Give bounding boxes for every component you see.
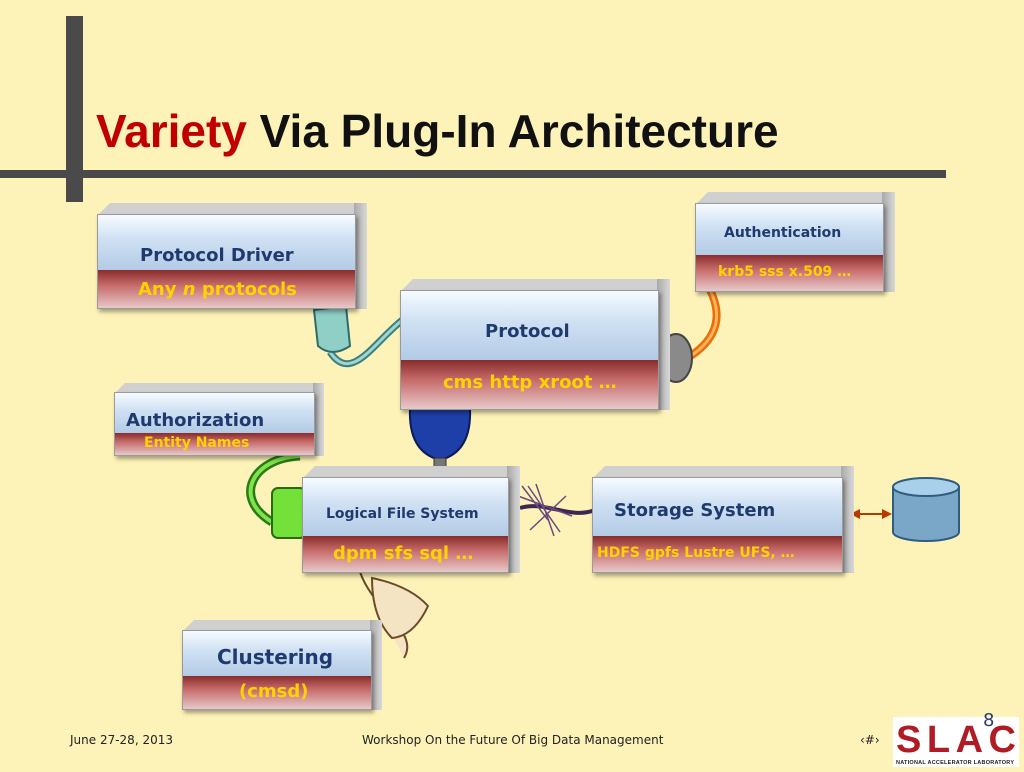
box-lower-panel: Entity Names <box>115 433 314 455</box>
box-front-face: Logical File System dpm sfs sql … <box>302 477 509 573</box>
slac-logo-graphic: SLAC NATIONAL ACCELERATOR LABORATORY <box>893 717 1019 767</box>
title-accent-word: Variety <box>96 105 247 157</box>
protocol-driver-sub-italic: n <box>182 279 196 300</box>
box-front-face: Storage System HDFS gpfs Lustre UFS, … <box>592 477 843 573</box>
logical-fs-title: Logical File System <box>326 506 479 522</box>
orange-cable-inner <box>683 289 719 362</box>
box-side-face <box>882 192 895 292</box>
box-front-face: Protocol Driver Any n protocols <box>97 214 356 309</box>
logical-fs-sub: dpm sfs sql … <box>333 543 474 564</box>
box-lower-panel: dpm sfs sql … <box>303 536 508 572</box>
box-side-face <box>841 466 854 573</box>
box-upper-panel: Clustering <box>183 631 371 676</box>
teal-cable-inner <box>328 316 406 366</box>
beige-plug <box>370 576 430 640</box>
box-lower-panel: HDFS gpfs Lustre UFS, … <box>593 536 842 572</box>
database-top <box>892 477 960 497</box>
box-front-face: Protocol cms http xroot … <box>400 290 659 410</box>
box-upper-panel: Storage System <box>593 478 842 536</box>
box-upper-panel: Authorization <box>115 393 314 433</box>
storage-sub: HDFS gpfs Lustre UFS, … <box>597 545 795 561</box>
authorization-sub: Entity Names <box>144 435 250 451</box>
authentication-box: Authentication krb5 sss x.509 … <box>695 192 895 292</box>
arrow-head-right <box>882 509 892 519</box>
box-side-face <box>507 466 520 573</box>
slide-number: 8 <box>983 710 995 731</box>
storage-system-box: Storage System HDFS gpfs Lustre UFS, … <box>592 466 854 573</box>
box-upper-panel: Authentication <box>696 204 883 255</box>
teal-plug <box>312 304 352 353</box>
title-accent-vertical-bar <box>66 16 83 202</box>
box-top-face <box>182 620 382 632</box>
protocol-driver-title: Protocol Driver <box>140 245 294 266</box>
protocol-sub: cms http xroot … <box>443 372 617 393</box>
clustering-title: Clustering <box>217 645 334 669</box>
purple-cable-frayed <box>517 483 573 537</box>
title-underline-bar <box>0 170 946 178</box>
protocol-box: Protocol cms http xroot … <box>400 279 670 410</box>
footer-date: June 27-28, 2013 <box>70 733 173 747</box>
box-lower-panel: krb5 sss x.509 … <box>696 255 883 291</box>
purple-cable <box>519 504 596 515</box>
protocol-driver-box: Protocol Driver Any n protocols <box>97 203 367 309</box>
box-lower-panel: cms http xroot … <box>401 360 658 409</box>
box-side-face <box>657 279 670 410</box>
green-cable-inner <box>248 454 301 524</box>
authentication-sub: krb5 sss x.509 … <box>718 264 852 280</box>
blue-bulb <box>408 407 472 462</box>
green-plug <box>271 487 307 539</box>
box-top-face <box>97 203 367 216</box>
box-side-face <box>313 383 324 456</box>
clustering-box: Clustering (cmsd) <box>182 620 382 710</box>
svg-text:NATIONAL ACCELERATOR LABORATOR: NATIONAL ACCELERATOR LABORATORY <box>896 760 1014 766</box>
box-top-face <box>400 279 670 292</box>
footer-page-marker: ‹#› <box>860 733 880 747</box>
clustering-sub: (cmsd) <box>239 681 309 702</box>
box-top-face <box>695 192 895 205</box>
footer-workshop: Workshop On the Future Of Big Data Manag… <box>362 733 664 747</box>
logical-file-system-box: Logical File System dpm sfs sql … <box>302 466 520 573</box>
box-top-face <box>592 466 854 479</box>
title-rest: Via Plug-In Architecture <box>246 105 779 157</box>
box-front-face: Clustering (cmsd) <box>182 630 372 710</box>
box-side-face <box>370 620 382 710</box>
box-upper-panel: Logical File System <box>303 478 508 536</box>
storage-title: Storage System <box>614 500 776 521</box>
protocol-driver-sub-post: protocols <box>195 279 297 300</box>
box-upper-panel: Protocol <box>401 291 658 360</box>
box-lower-panel: Any n protocols <box>98 270 355 308</box>
protocol-title: Protocol <box>485 321 570 342</box>
slide-title: Variety Via Plug-In Architecture <box>96 104 779 158</box>
svg-text:SLAC: SLAC <box>896 719 1016 761</box>
protocol-driver-sub: Any n protocols <box>138 279 297 300</box>
box-front-face: Authorization Entity Names <box>114 392 315 456</box>
authorization-box: Authorization Entity Names <box>114 383 324 456</box>
database-body <box>892 487 960 542</box>
box-top-face <box>302 466 520 479</box>
protocol-driver-sub-pre: Any <box>138 279 183 300</box>
arrow-head-left <box>850 509 860 519</box>
box-upper-panel: Protocol Driver <box>98 215 355 270</box>
box-front-face: Authentication krb5 sss x.509 … <box>695 203 884 292</box>
box-lower-panel: (cmsd) <box>183 676 371 709</box>
slac-logo: SLAC NATIONAL ACCELERATOR LABORATORY <box>893 717 1019 767</box>
box-side-face <box>354 203 367 309</box>
box-top-face <box>114 383 324 394</box>
authentication-title: Authentication <box>724 225 842 241</box>
authorization-title: Authorization <box>126 410 265 431</box>
